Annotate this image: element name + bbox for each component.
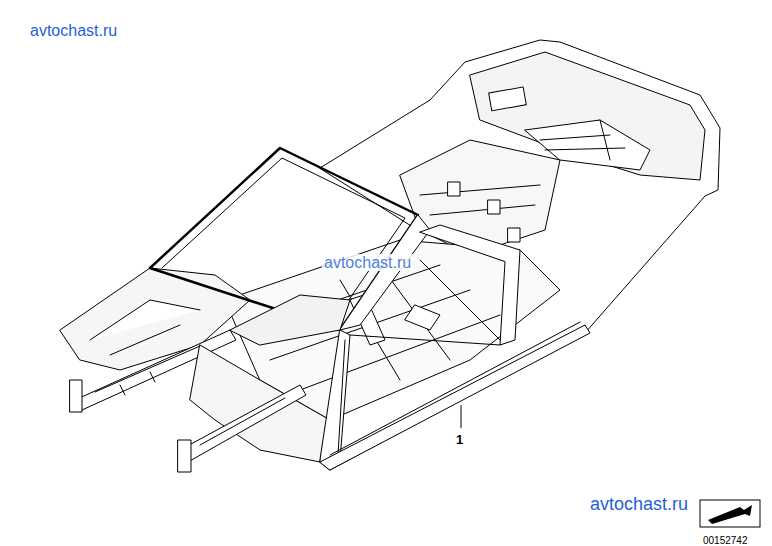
figure-number-wrap: 00152742 [703,530,748,546]
watermark: avtochast.ru [30,22,117,39]
figure-number: 00152742 [703,535,748,546]
watermark-wrap: avtochast.ru [322,254,413,272]
watermark-wrap: avtochast.ru [590,494,688,515]
arrow-icon [700,500,760,527]
watermark: avtochast.ru [590,494,688,514]
callout-number-wrap: 1 [456,430,463,448]
callout-number: 1 [456,432,463,447]
watermark-wrap: avtochast.ru [30,22,117,40]
watermark: avtochast.ru [322,254,413,271]
